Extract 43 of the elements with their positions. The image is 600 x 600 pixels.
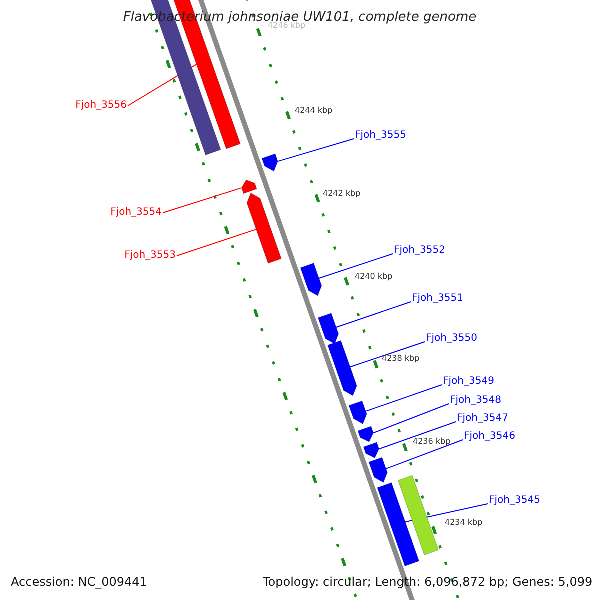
scale-label: 4240 kbp xyxy=(355,273,393,281)
gene-label: Fjoh_3552 xyxy=(394,246,446,256)
gene-feature xyxy=(348,400,368,425)
gene-feature xyxy=(241,180,258,194)
gene-label: Fjoh_3548 xyxy=(450,396,502,406)
leader-line xyxy=(278,138,354,162)
gene-label: Fjoh_3554 xyxy=(110,208,162,218)
gene-label: Fjoh_3550 xyxy=(426,334,478,344)
leader-line xyxy=(366,384,442,412)
gene-feature xyxy=(318,312,340,344)
leader-line xyxy=(378,422,456,450)
gene-label: Fjoh_3556 xyxy=(76,101,127,111)
gene-feature xyxy=(328,340,358,396)
gene-label: Fjoh_3546 xyxy=(464,432,516,442)
info-text: Accession: NC_009441 xyxy=(10,575,148,589)
leader-line xyxy=(350,342,426,368)
leader-line xyxy=(176,229,257,256)
gene-label: Fjoh_3551 xyxy=(412,294,464,304)
scale-label: 4238 kbp xyxy=(382,355,420,363)
scale-label: 4246 kbp xyxy=(268,22,306,30)
gene-bar xyxy=(377,482,420,567)
gene-feature xyxy=(358,426,374,442)
scale-label: 4234 kbp xyxy=(445,519,483,527)
gene-feature xyxy=(368,457,388,484)
gene-label: Fjoh_3549 xyxy=(443,377,494,387)
gene-feature xyxy=(262,154,278,172)
gene-bar xyxy=(398,475,440,556)
gene-label: Fjoh_3553 xyxy=(124,251,176,261)
leader-line xyxy=(336,302,412,328)
scale-label: 4242 kbp xyxy=(323,190,361,198)
gene-label: Fjoh_3555 xyxy=(355,131,406,141)
leader-line xyxy=(318,254,394,279)
gene-feature xyxy=(363,442,380,458)
leader-line xyxy=(386,440,464,470)
gene-label: Fjoh_3547 xyxy=(457,414,508,424)
gene-feature xyxy=(300,263,322,296)
gene-feature xyxy=(246,192,282,264)
scale-label: 4236 kbp xyxy=(413,438,451,446)
info-text: Topology: circular; Length: 6,096,872 bp; Genes: 5,099 xyxy=(262,575,594,589)
scale-label: 4244 kbp xyxy=(295,107,333,115)
leader-line xyxy=(373,404,450,434)
leader-line xyxy=(162,188,242,214)
gene-label: Fjoh_3545 xyxy=(489,496,540,506)
